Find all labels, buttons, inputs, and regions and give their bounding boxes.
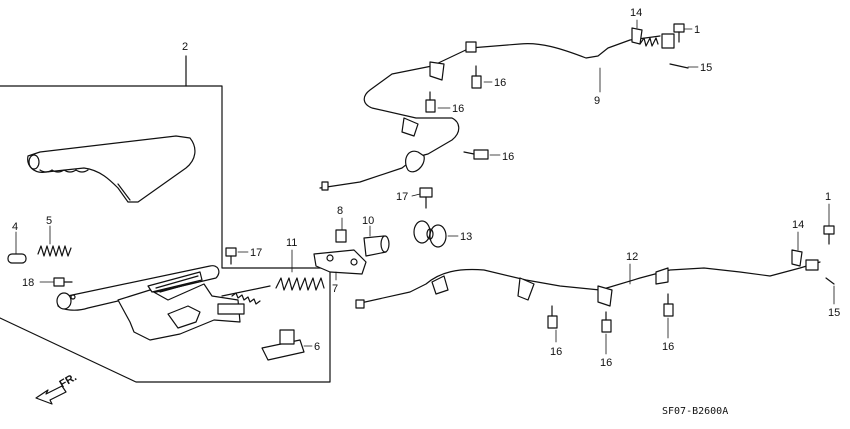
- spring-11: [275, 277, 325, 291]
- bolt-16-f: [663, 293, 674, 317]
- front-direction-arrow: [35, 385, 67, 405]
- pin-15-lower: [825, 277, 835, 285]
- callout-12: 12: [626, 251, 638, 263]
- leader-lines: [15, 19, 835, 355]
- bolt-18: [53, 277, 73, 287]
- bolt-16-d: [547, 305, 558, 329]
- callout-15-upper: 15: [700, 62, 712, 74]
- diagram-code: SF07-B2600A: [662, 406, 728, 417]
- parking-brake-lever: [56, 265, 271, 341]
- callout-5: 5: [46, 215, 52, 227]
- callout-16-d: 16: [550, 346, 562, 358]
- callout-1-lower: 1: [825, 191, 831, 203]
- callout-labels: 2 4 5 18 17 11 6 7 8 10 17 13 14 1 15 9 …: [12, 7, 840, 417]
- clip-14-upper: [631, 27, 643, 45]
- lever-assembly-frame: [0, 55, 331, 383]
- callout-15-lower: 15: [828, 307, 840, 319]
- callout-2: 2: [182, 41, 188, 53]
- bolt-16-c: [463, 149, 489, 160]
- equalizer-7: [313, 249, 367, 275]
- bolt-17-mid: [419, 187, 433, 209]
- callout-14-lower: 14: [792, 219, 804, 231]
- callout-1-upper: 1: [694, 24, 700, 36]
- rear-cable-12: [355, 259, 821, 309]
- brake-switch-6: [261, 329, 305, 361]
- clip-14-lower: [791, 249, 803, 267]
- pin-15-upper: [669, 63, 689, 69]
- callout-16-e: 16: [600, 357, 612, 369]
- spring-5: [37, 245, 72, 257]
- callout-4: 4: [12, 221, 18, 233]
- bolt-17-left: [225, 247, 237, 265]
- callout-6: 6: [314, 341, 320, 353]
- lever-handle-cover: [27, 135, 196, 203]
- front-direction-label: FR.: [58, 371, 79, 390]
- rear-cable-9: [319, 33, 675, 191]
- sleeve-10: [363, 235, 390, 257]
- bolt-16-a: [471, 65, 482, 89]
- bolt-16-e: [601, 311, 612, 333]
- nut-8: [335, 229, 347, 243]
- grommet-13: [413, 220, 447, 248]
- callout-9: 9: [594, 95, 600, 107]
- bolt-16-b: [425, 91, 436, 113]
- callout-18: 18: [22, 277, 34, 289]
- callout-16-a: 16: [494, 77, 506, 89]
- callout-17-left: 17: [250, 247, 262, 259]
- callout-16-c: 16: [502, 151, 514, 163]
- callout-13: 13: [460, 231, 472, 243]
- bolt-1-upper: [673, 23, 685, 43]
- callout-14-upper: 14: [630, 7, 642, 19]
- bolt-1-lower: [823, 225, 835, 245]
- callout-8: 8: [337, 205, 343, 217]
- callout-17-mid: 17: [396, 191, 408, 203]
- callout-16-f: 16: [662, 341, 674, 353]
- pin-4: [7, 253, 27, 264]
- callout-16-b: 16: [452, 103, 464, 115]
- callout-10: 10: [362, 215, 374, 227]
- callout-7: 7: [332, 283, 338, 295]
- callout-11: 11: [286, 237, 297, 249]
